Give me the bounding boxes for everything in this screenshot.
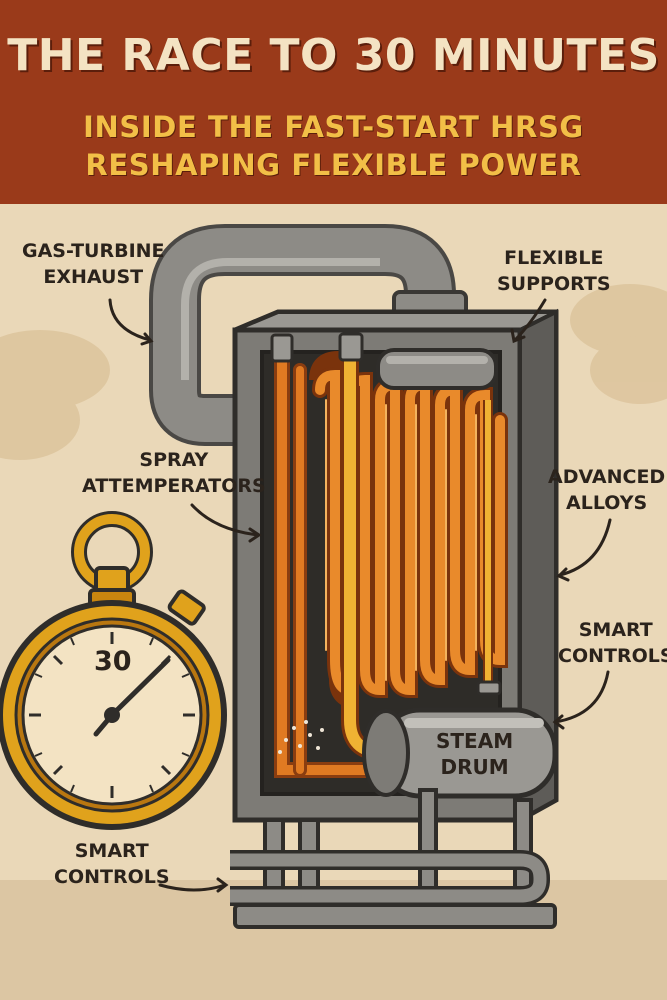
callout-text-line: CONTROLS (54, 866, 170, 888)
callout-advanced-alloys: ADVANCED ALLOYS (548, 464, 665, 516)
steam-drum-icon (362, 707, 558, 799)
callout-text-line: SPRAY (139, 449, 209, 471)
drum-label-line: DRUM (440, 755, 509, 779)
spray-particles (278, 720, 324, 754)
support-frame (230, 788, 557, 929)
callout-text-line: GAS-TURBINE (22, 240, 165, 262)
callout-text-line: SMART (578, 619, 653, 641)
background-clouds (0, 284, 667, 460)
callout-text-line: EXHAUST (43, 266, 144, 288)
arrow-supports (513, 298, 547, 342)
arrow-exhaust (108, 298, 152, 342)
callout-smart-controls-right: SMART CONTROLS (558, 617, 667, 669)
stopwatch-icon (0, 511, 227, 830)
arrow-controls-left (158, 883, 227, 892)
callout-text-line: SUPPORTS (497, 273, 611, 295)
arrow-alloys (558, 518, 612, 577)
steam-drum-label: STEAM DRUM (436, 728, 513, 780)
subtitle-line-1: INSIDE THE FAST-START HRSG (83, 110, 584, 144)
subtitle-line-2: RESHAPING FLEXIBLE POWER (85, 148, 582, 182)
callout-gas-turbine-exhaust: GAS-TURBINE EXHAUST (22, 238, 165, 290)
callout-text-line: SMART (74, 840, 149, 862)
arrow-spray (190, 503, 260, 537)
header-banner: THE RACE TO 30 MINUTES INSIDE THE FAST-S… (0, 0, 667, 204)
callout-text-line: FLEXIBLE (504, 247, 604, 269)
callout-text-line: CONTROLS (558, 645, 667, 667)
callout-spray-attemperators: SPRAY ATTEMPERATORS (82, 447, 266, 499)
drum-label-line: STEAM (436, 729, 514, 753)
page-title: THE RACE TO 30 MINUTES (7, 30, 660, 81)
callout-text-line: ATTEMPERATORS (82, 475, 266, 497)
arrow-controls-right (553, 670, 610, 724)
callout-flexible-supports: FLEXIBLE SUPPORTS (497, 245, 611, 297)
callout-text-line: ADVANCED (548, 466, 666, 488)
stopwatch-dial-number: 30 (94, 646, 132, 677)
callout-text-line: ALLOYS (566, 492, 648, 514)
callout-arrows (108, 298, 612, 893)
callout-smart-controls-left: SMART CONTROLS (54, 838, 170, 890)
